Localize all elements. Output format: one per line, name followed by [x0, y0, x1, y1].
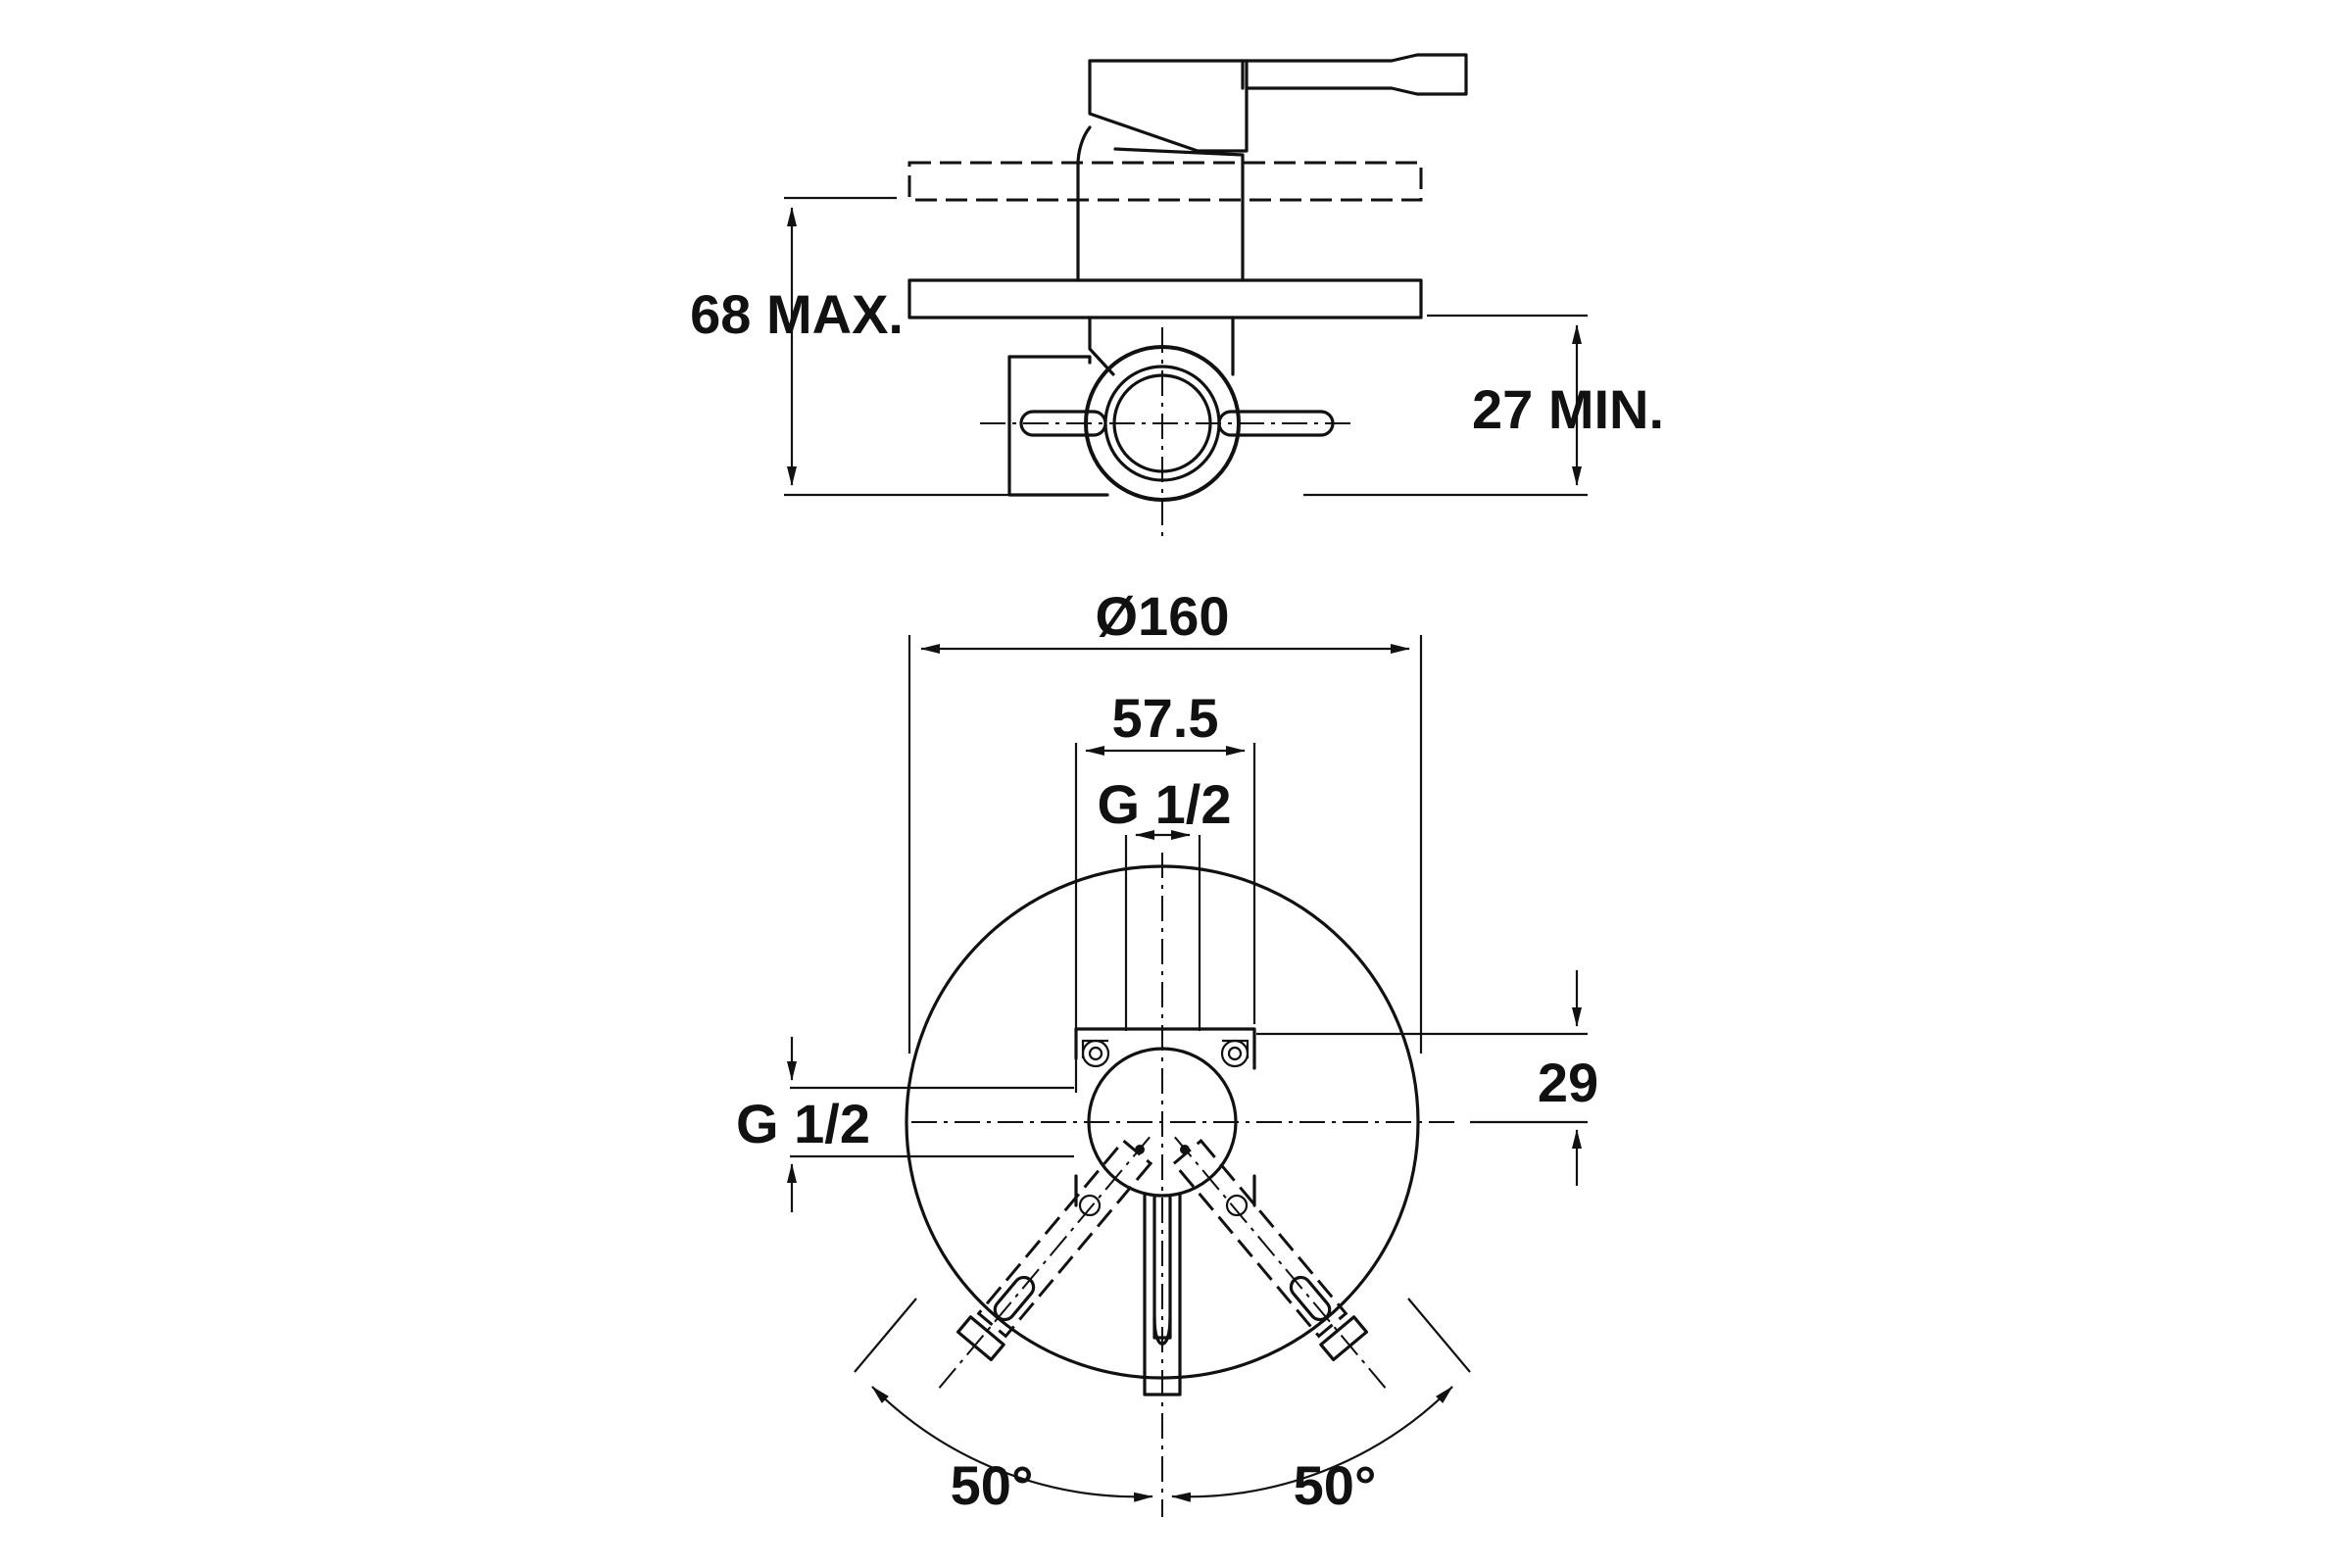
- lever-handle: [1076, 53, 1468, 282]
- side-inlet-dimension: G 1/2: [736, 1037, 1074, 1212]
- front-view: Ø160 57.5 G 1/2: [736, 585, 1598, 1517]
- mounting-bracket: [1074, 1027, 1256, 1217]
- side-view: 68 MAX. 27 MIN.: [690, 53, 1664, 539]
- plate-diameter-dimension: Ø160: [907, 585, 1423, 1054]
- escutcheon-plate-max: [907, 161, 1423, 202]
- plate-diameter-label: Ø160: [1096, 585, 1230, 647]
- top-outlet-dimension: G 1/2: [1098, 773, 1232, 1517]
- vertical-offset-label: 29: [1538, 1052, 1598, 1113]
- left-angle-label: 50°: [951, 1454, 1034, 1516]
- top-outlet-thread-label: G 1/2: [1098, 773, 1232, 835]
- inlet-spacing-dimension: 57.5: [1074, 687, 1256, 1093]
- lever-front: [1143, 1192, 1182, 1396]
- depth-max-dimension: 68 MAX.: [690, 196, 1039, 497]
- depth-min-dimension: 27 MIN.: [1303, 314, 1664, 497]
- valve-body: [980, 316, 1357, 539]
- vertical-offset-dimension: 29: [1256, 970, 1598, 1186]
- right-angle-label: 50°: [1294, 1454, 1377, 1516]
- depth-max-label: 68 MAX.: [690, 283, 904, 345]
- inlet-spacing-label: 57.5: [1112, 687, 1219, 749]
- side-inlet-thread-label: G 1/2: [736, 1093, 870, 1154]
- angle-dimensions: 50° 50°: [854, 1298, 1471, 1516]
- escutcheon-plate-min: [907, 278, 1423, 319]
- depth-min-label: 27 MIN.: [1472, 378, 1664, 440]
